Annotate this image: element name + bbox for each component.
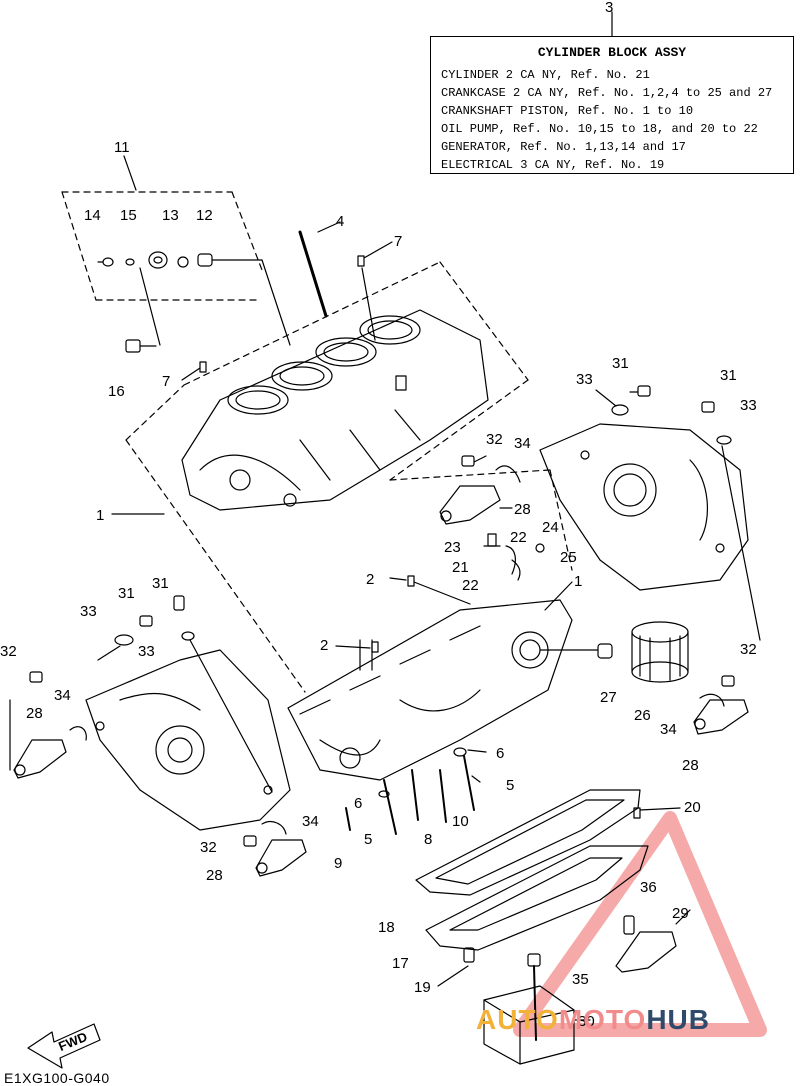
callout-30: 30 [578,1013,595,1030]
callout-9: 9 [334,855,343,872]
info-line: GENERATOR, Ref. No. 1,13,14 and 17 [441,140,686,154]
info-line: CRANKSHAFT PISTON, Ref. No. 1 to 10 [441,104,694,118]
crankcase-lower [287,599,573,781]
callout-7: 7 [394,233,403,250]
callout-32: 32 [740,641,757,658]
assembly-title: CYLINDER BLOCK ASSY [537,45,687,60]
callout-11: 11 [114,139,130,156]
callout-18: 18 [378,919,395,936]
callout-31: 31 [612,355,629,372]
callout-32: 32 [0,643,17,660]
oil-filter [631,621,689,683]
callout-24: 24 [542,519,559,536]
info-line: OIL PUMP, Ref. No. 10,15 to 18, and 20 t… [441,122,758,136]
callout-32: 32 [200,839,217,856]
callout-12: 12 [196,207,213,224]
callout-13: 13 [162,207,179,224]
cylinder-block [181,309,489,511]
callout-17: 17 [392,955,409,972]
callout-19: 19 [414,979,431,996]
callout-20: 20 [684,799,701,816]
callout-21: 21 [452,559,469,576]
callout-33: 33 [576,371,593,388]
callout-2: 2 [366,571,375,588]
callout-28: 28 [206,867,223,884]
callout-1: 1 [96,507,105,524]
callout-34: 34 [660,721,677,738]
callout-2: 2 [320,637,329,654]
wire-holder-28-bottom [255,839,307,877]
callout-35: 35 [572,971,589,988]
callout-34: 34 [514,435,531,452]
callout-22: 22 [510,529,527,546]
callout-34: 34 [54,687,71,704]
callout-10: 10 [452,813,469,830]
callout-26: 26 [634,707,651,724]
callout-6: 6 [496,745,505,762]
callout-27: 27 [600,689,617,706]
watermark-part-auto: AUTO [476,1004,559,1035]
callout-33: 33 [740,397,757,414]
crankcase-bolts [345,755,475,835]
callout-6: 6 [354,795,363,812]
callout-36: 36 [640,879,657,896]
callout-3: 3 [605,0,614,16]
callout-23: 23 [444,539,461,556]
watermark-part-hub: HUB [646,1004,710,1035]
callout-1: 1 [574,573,583,590]
callout-31: 31 [118,585,135,602]
callout-22: 22 [462,577,479,594]
watermark-logo: AUTOMOTOHUB [476,1004,710,1036]
callout-16: 16 [108,383,125,400]
callout-8: 8 [424,831,433,848]
callout-7: 7 [162,373,171,390]
info-line: CRANKCASE 2 CA NY, Ref. No. 1,2,4 to 25 … [441,86,773,100]
callout-29: 29 [672,905,689,922]
info-line: ELECTRICAL 3 CA NY, Ref. No. 19 [441,158,665,172]
pickup-sensor-parts [97,251,263,269]
info-line: CYLINDER 2 CA NY, Ref. No. 21 [441,68,650,82]
watermark-part-moto: MOTO [558,1004,647,1035]
callout-28: 28 [26,705,43,722]
assembly-info-box: CYLINDER BLOCK ASSY CYLINDER 2 CA NY, Re… [430,36,794,174]
oil-pan [425,845,649,951]
callout-32: 32 [486,431,503,448]
group-11-outline [61,191,263,301]
wire-holder-28-mid [439,485,501,525]
wire-holder-28-right [693,699,749,735]
callout-33: 33 [138,643,155,660]
callout-34: 34 [302,813,319,830]
callout-5: 5 [506,777,515,794]
callout-28: 28 [682,757,699,774]
callout-33: 33 [80,603,97,620]
fwd-arrow-icon [27,1023,101,1069]
wire-holder-28-left [13,739,67,779]
watermark-triangle [513,811,767,1037]
callout-31: 31 [720,367,737,384]
cylinder-block-outline [125,261,529,693]
callout-28: 28 [514,501,531,518]
callout-4: 4 [336,213,345,230]
callout-15: 15 [120,207,137,224]
diagram-code: E1XG100-G040 [4,1070,110,1086]
callout-25: 25 [560,549,577,566]
callout-31: 31 [152,575,169,592]
generator-cover-right [539,423,749,591]
callout-14: 14 [84,207,101,224]
bracket-29 [615,931,677,973]
callout-5: 5 [364,831,373,848]
part-30-block [483,985,575,1065]
generator-cover-left [85,649,291,831]
oil-pan-gasket [415,789,641,896]
